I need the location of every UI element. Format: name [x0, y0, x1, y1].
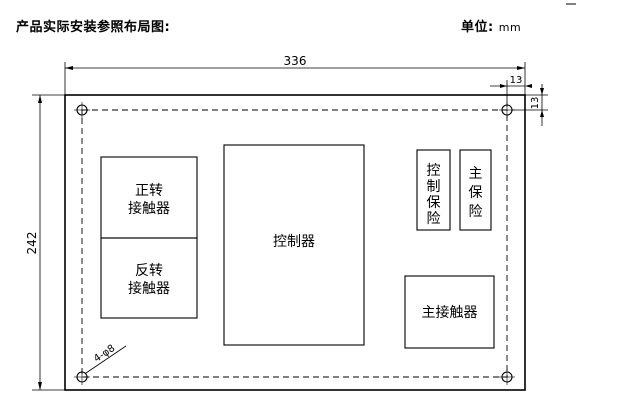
- corner-offset-y-label: 13: [530, 97, 541, 110]
- corner-offset-y-dimension: 13: [512, 84, 548, 126]
- mounting-plate-outline: [64, 94, 526, 391]
- mounting-hole-bottom-right: [499, 369, 515, 385]
- corner-offset-x-label: 13: [510, 75, 523, 86]
- main-fuse-char3: 险: [469, 204, 483, 220]
- main-contactor: 主接触器: [404, 275, 495, 349]
- main-contactor-label: 主接触器: [422, 304, 478, 321]
- reverse-contactor-line2: 接触器: [128, 280, 170, 297]
- mounting-hole-top-left: [74, 102, 90, 118]
- control-fuse-char4: 险: [427, 211, 441, 227]
- width-dimension: 336: [64, 54, 526, 95]
- reverse-contactor: 反转 接触器: [100, 237, 198, 319]
- mounting-hole-boundary: [81, 109, 508, 378]
- mount-hole-annotation: 4-φ8: [85, 343, 127, 374]
- unit-indicator: 单位: mm: [461, 16, 521, 35]
- height-dimension: 242: [25, 94, 65, 391]
- control-fuse-char3: 保: [427, 195, 441, 211]
- main-fuse-char1: 主: [469, 166, 483, 182]
- height-dimension-label: 242: [25, 232, 39, 255]
- forward-contactor: 正转 接触器: [100, 156, 198, 239]
- forward-contactor-line1: 正转: [135, 183, 163, 199]
- reverse-contactor-line1: 反转: [135, 263, 163, 279]
- unit-value: mm: [498, 21, 522, 34]
- width-dimension-label: 336: [284, 54, 307, 68]
- main-fuse: 主 保 险: [459, 149, 492, 231]
- mount-hole-label: 4-φ8: [92, 343, 117, 365]
- controller: 控制器: [223, 144, 365, 346]
- mounting-hole-top-right: [499, 102, 515, 118]
- control-fuse-char1: 控: [427, 163, 441, 179]
- main-fuse-char2: 保: [469, 185, 483, 201]
- control-fuse-char2: 制: [427, 179, 441, 195]
- mounting-hole-bottom-left: [74, 369, 90, 385]
- diagram-title: 产品实际安装参照布局图:: [16, 20, 171, 35]
- controller-label: 控制器: [273, 234, 315, 250]
- control-fuse: 控 制 保 险: [416, 149, 451, 231]
- forward-contactor-line2: 接触器: [128, 200, 170, 217]
- unit-label: 单位:: [461, 20, 494, 35]
